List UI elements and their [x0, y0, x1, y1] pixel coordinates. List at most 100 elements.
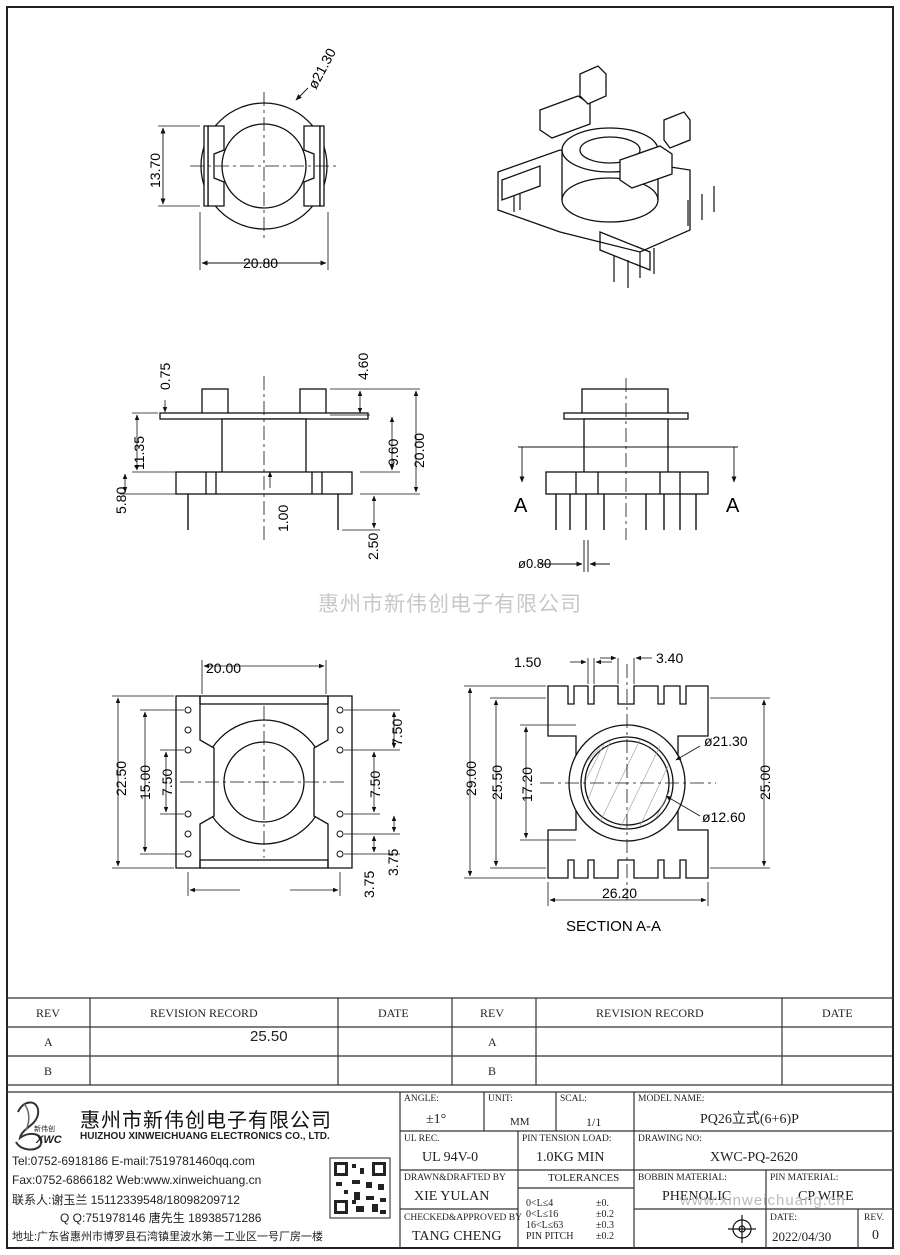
rev-row-b-right: B: [488, 1064, 497, 1078]
revision-record-header-2: REVISION RECORD: [596, 1006, 704, 1020]
isometric-pins: [513, 186, 715, 288]
tolerance-row-2: 0<L≤16: [526, 1209, 559, 1220]
tolerance-row-3: 16<L≤63: [526, 1220, 564, 1231]
watermark-company: 惠州市新伟创电子有限公司: [318, 593, 582, 616]
tolerances-label: TOLERANCES: [548, 1172, 620, 1184]
pin-material-value: CP WIRE: [798, 1189, 854, 1204]
dim-bottom-h3: 7.50: [159, 769, 175, 796]
company-logo: [15, 1101, 43, 1151]
date-label: DATE:: [770, 1213, 797, 1223]
tolerance-val-3: ±0.3: [596, 1220, 614, 1231]
tolerance-val-4: ±0.2: [596, 1231, 614, 1242]
dim-top-diameter: ø21.30: [305, 45, 340, 91]
dim-bottom-r4: 3.75: [385, 849, 401, 876]
dim-bottom-r2: 7.50: [367, 771, 383, 798]
qr-code: [329, 1157, 391, 1219]
dim-section-7: ø12.60: [702, 809, 746, 825]
table-grid: [6, 997, 894, 1249]
unit-label: UNIT:: [488, 1094, 513, 1104]
top-view: [158, 87, 338, 270]
bobbin-material-value: PHENOLIC: [662, 1189, 732, 1204]
rev-value: 0: [872, 1228, 879, 1243]
section-view: [547, 685, 709, 879]
rev-header-2: REV: [480, 1006, 504, 1020]
side-view-pins: [555, 494, 697, 530]
dim-bottom-r1: 7.50: [389, 719, 405, 746]
date-value: 2022/04/30: [772, 1229, 832, 1244]
drawn-label: DRAWN&DRAFTED BY: [404, 1173, 506, 1183]
dim-front-6: 9.60: [385, 439, 401, 466]
dim-section-9: 26.20: [602, 885, 637, 901]
date-header-2: DATE: [822, 1006, 853, 1020]
ul-label: UL REC.: [404, 1134, 440, 1144]
bobbin-material-label: BOBBIN MATERIAL:: [638, 1173, 727, 1183]
rev-row-b-left: B: [44, 1064, 53, 1078]
unit-value: MM: [510, 1116, 530, 1128]
dim-top-height: 13.70: [147, 153, 163, 188]
drawing-no-label: DRAWING NO:: [638, 1134, 702, 1144]
date-header-1: DATE: [378, 1006, 409, 1020]
tolerance-row-4: PIN PITCH: [526, 1231, 574, 1242]
angle-label: ANGLE:: [404, 1094, 439, 1104]
dim-bottom-width: 20.00: [206, 660, 241, 676]
dim-section-1: 1.50: [514, 654, 541, 670]
contact-tel: Tel:0752-6918186 E-mail:7519781460qq.com: [12, 1154, 255, 1168]
dim-front-4: 1.00: [275, 505, 291, 532]
url-watermark: www.xinweichuang.cn: [680, 1192, 846, 1209]
logo-text: XWC: [36, 1134, 62, 1146]
company-name-en: HUIZHOU XINWEICHUANG ELECTRONICS CO., LT…: [80, 1131, 330, 1142]
side-view: [545, 388, 709, 495]
ul-value: UL 94V-0: [422, 1150, 479, 1165]
dim-section-8: 25.00: [757, 765, 773, 800]
isometric-view: [497, 65, 691, 271]
section-title: SECTION A-A: [566, 918, 661, 935]
tolerance-val-2: ±0.2: [596, 1209, 614, 1220]
scale-label: SCAL:: [560, 1094, 587, 1104]
dim-section-2: 3.40: [656, 650, 683, 666]
pin-material-label: PIN MATERIAL:: [770, 1173, 839, 1183]
section-cut-line: [518, 378, 738, 572]
drawing-no-value: XWC-PQ-2620: [710, 1150, 798, 1165]
tolerance-val-1: ±0.: [596, 1198, 609, 1209]
logo-small-text: 新伟创: [34, 1126, 55, 1133]
dim-bottom-r3: 3.75: [361, 871, 377, 898]
revision-record-a: 25.50: [250, 1028, 288, 1045]
checked-label: CHECKED&APPROVED BY: [404, 1213, 522, 1223]
drawing-sheet: [6, 6, 894, 1249]
company-name-cn: 惠州市新伟创电子有限公司: [80, 1110, 332, 1132]
dim-front-8: 2.50: [365, 533, 381, 560]
drawn-value: XIE YULAN: [414, 1189, 490, 1204]
bottom-view-pinholes: [184, 706, 344, 858]
dim-front-1: 0.75: [157, 363, 173, 390]
revision-record-header-1: REVISION RECORD: [150, 1006, 258, 1020]
dim-section-4: 25.50: [489, 765, 505, 800]
section-marker-right: A: [726, 495, 740, 517]
bottom-view-dims: [112, 660, 400, 896]
pin-tension-value: 1.0KG MIN: [536, 1150, 605, 1165]
dim-front-7: 20.00: [411, 433, 427, 468]
dim-section-5: 17.20: [519, 767, 535, 802]
rev-row-a-left: A: [44, 1035, 53, 1049]
rev-label: REV.: [864, 1213, 885, 1223]
model-label: MODEL NAME:: [638, 1094, 705, 1104]
projection-symbol-icon: [728, 1215, 756, 1243]
rev-header-1: REV: [36, 1006, 60, 1020]
dim-section-3: 29.00: [463, 761, 479, 796]
contact-address: 地址:广东省惠州市博罗县石湾镇里波水第一工业区一号厂房一楼: [12, 1231, 324, 1243]
contact-fax: Fax:0752-6866182 Web:www.xinweichuang.cn: [12, 1173, 262, 1187]
rev-row-a-right: A: [488, 1035, 497, 1049]
front-view-pins: [187, 494, 339, 530]
scale-value: 1/1: [586, 1115, 602, 1129]
checked-value: TANG CHENG: [412, 1229, 502, 1244]
section-hatch: [585, 739, 671, 829]
angle-value: ±1°: [426, 1112, 447, 1127]
dim-front-3: 5.80: [113, 487, 129, 514]
model-value: PQ26立式(6+6)P: [700, 1112, 799, 1127]
dim-pin-diameter: ø0.80: [518, 556, 551, 571]
section-marker-left: A: [514, 495, 528, 517]
dim-bottom-h1: 22.50: [113, 761, 129, 796]
dim-top-width: 20.80: [243, 255, 278, 271]
dim-front-5: 4.60: [355, 353, 371, 380]
front-view-dims: [120, 376, 420, 540]
